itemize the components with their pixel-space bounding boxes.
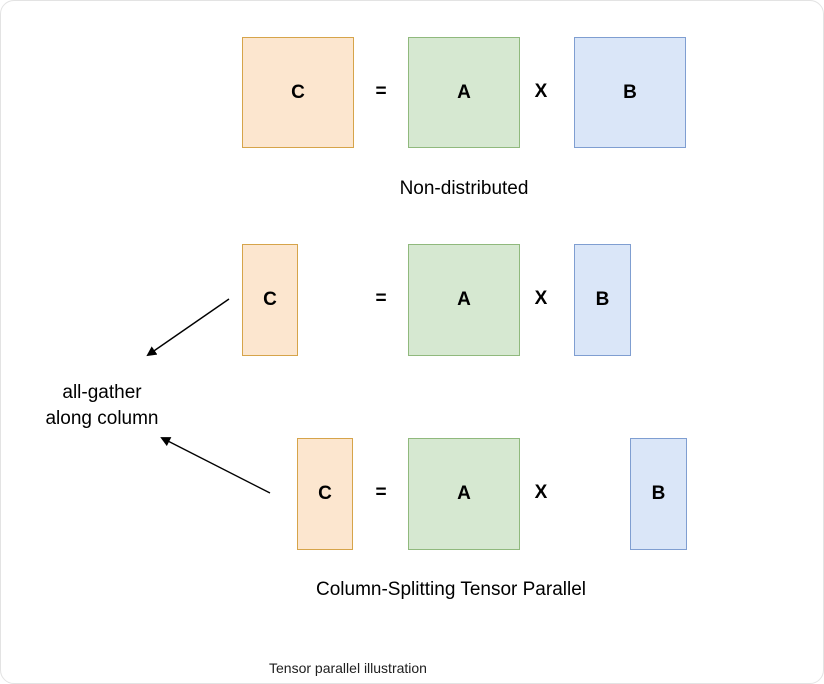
matrix-c-full: C: [242, 37, 354, 148]
matrix-c-label: C: [318, 483, 332, 504]
matrix-c-shard-2: C: [297, 438, 353, 550]
multiply-sign: X: [534, 482, 548, 503]
arrow-from-shard-1: [146, 298, 230, 357]
matrix-b-shard-1: B: [574, 244, 631, 356]
column-splitting-label: Column-Splitting Tensor Parallel: [316, 579, 586, 600]
equals-sign: =: [375, 482, 387, 503]
figure-caption: Tensor parallel illustration: [269, 660, 427, 676]
matrix-b-shard-2: B: [630, 438, 687, 550]
matrix-a-split-2: A: [408, 438, 520, 550]
equals-sign: =: [375, 81, 387, 102]
matrix-a-full: A: [408, 37, 520, 148]
matrix-b-full: B: [574, 37, 686, 148]
multiply-sign: X: [534, 288, 548, 309]
multiply-sign: X: [534, 81, 548, 102]
matrix-a-label: A: [457, 81, 471, 103]
all-gather-line-1: all-gather: [62, 382, 142, 403]
non-distributed-label: Non-distributed: [399, 178, 529, 199]
all-gather-line-2: along column: [45, 408, 159, 429]
matrix-c-label: C: [263, 289, 277, 310]
matrix-b-label: B: [651, 483, 666, 504]
matrix-b-label: B: [595, 289, 610, 310]
matrix-c-label: C: [291, 81, 305, 103]
matrix-a-label: A: [457, 289, 471, 310]
matrix-a-split-1: A: [408, 244, 520, 356]
all-gather-label: all-gather along column: [17, 380, 187, 432]
matrix-c-shard-1: C: [242, 244, 298, 356]
matrix-a-label: A: [457, 483, 471, 504]
matrix-b-label: B: [623, 81, 637, 103]
equals-sign: =: [375, 288, 387, 309]
arrow-from-shard-2: [160, 437, 271, 494]
